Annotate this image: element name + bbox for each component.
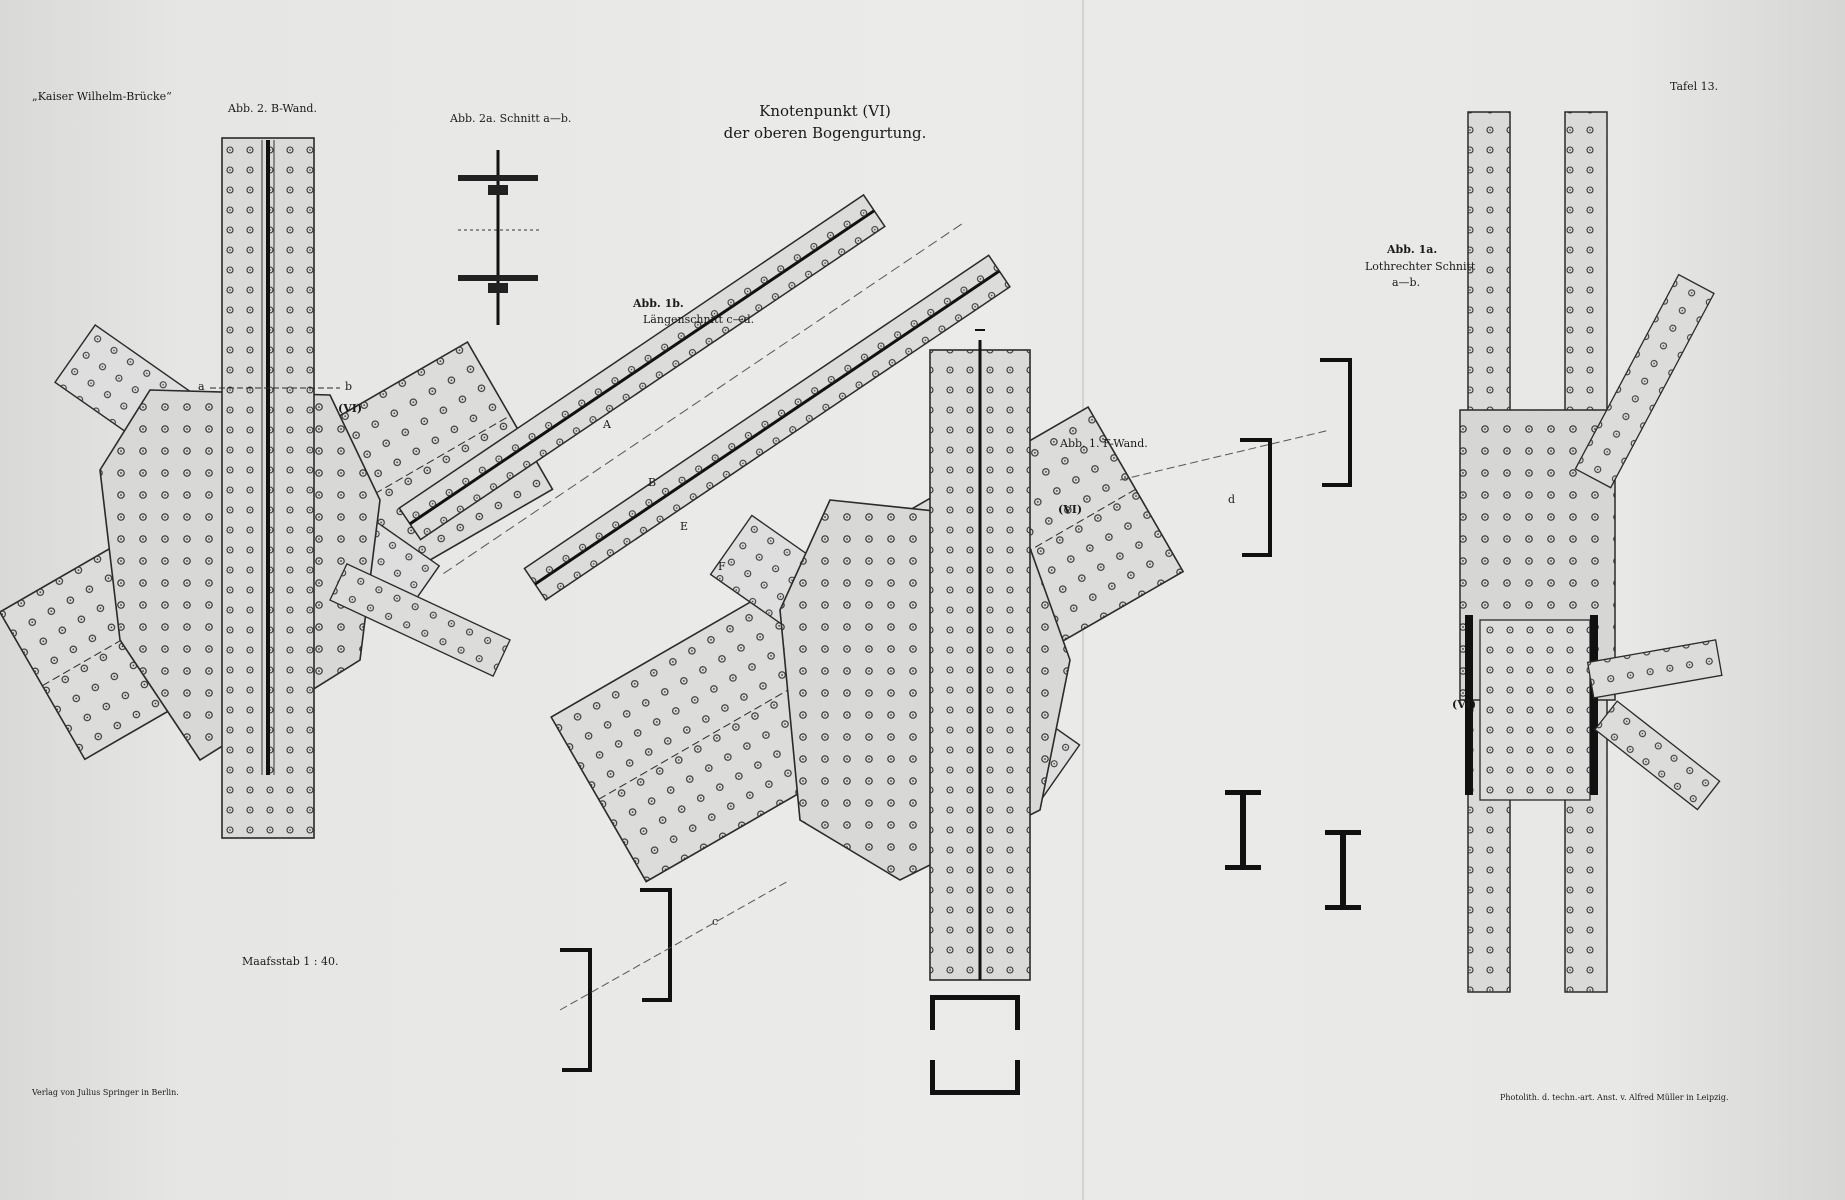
fig2-lower-strut xyxy=(329,562,511,678)
member-marker-E: E xyxy=(680,520,689,533)
fig1-ibeam-sections xyxy=(930,790,1361,1095)
figure-2a-section xyxy=(458,150,540,325)
fig2-label: Abb. 2. B-Wand. xyxy=(228,102,317,115)
fig1a-subtitle: Lothrechter Schnitt xyxy=(1365,260,1476,273)
member-marker-F: F xyxy=(718,560,726,573)
fig1-bracket-section-upper xyxy=(1240,438,1272,557)
sheet-title-line1: Knotenpunkt (VI) xyxy=(759,102,891,120)
fig1-node-marker: (VI) xyxy=(1058,503,1083,516)
section-marker-c: c xyxy=(712,915,719,928)
member-marker-A: A xyxy=(603,418,611,431)
scale-label: Maafsstab 1 : 40. xyxy=(242,955,339,968)
member-marker-B: B xyxy=(648,476,657,489)
fig1a-title: Abb. 1a. xyxy=(1387,243,1438,256)
figure-1b-long-section xyxy=(398,193,1011,601)
figure-1a-vertical-section xyxy=(1459,111,1723,993)
fig1a-section-ref: a—b. xyxy=(1392,276,1421,289)
plate-number: Tafel 13. xyxy=(1670,80,1719,93)
figure-1-f-wall xyxy=(550,329,1361,1095)
section-marker-b: b xyxy=(345,380,353,393)
publisher-imprint: Verlag von Julius Springer in Berlin. xyxy=(32,1088,179,1097)
fig1b-title: Abb. 1b. xyxy=(633,297,684,310)
fig1a-node-marker: (VI) xyxy=(1452,698,1477,711)
sheet-title-line2: der oberen Bogengurtung. xyxy=(723,124,927,142)
fig2-node-marker: (VI) xyxy=(338,402,363,415)
section-marker-d: d xyxy=(1228,493,1236,506)
printer-imprint: Photolith. d. techn.-art. Anst. v. Alfre… xyxy=(1500,1093,1729,1102)
fig2a-label: Abb. 2a. Schnitt a—b. xyxy=(450,112,572,125)
fig1b-subtitle: Längenschnitt c—d. xyxy=(643,313,755,326)
fig1-bracket-section-lower xyxy=(640,888,672,1002)
figure-2-b-wall xyxy=(0,137,554,839)
section-marker-a: a xyxy=(198,380,205,393)
fig1-label: Abb. 1. F-Wand. xyxy=(1060,437,1148,450)
header-bridge-name: „Kaiser Wilhelm-Brücke“ xyxy=(32,90,172,103)
